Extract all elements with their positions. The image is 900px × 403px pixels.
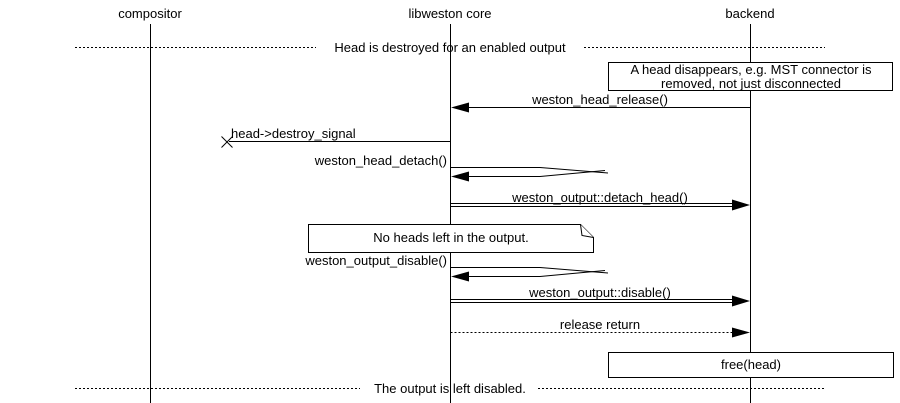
action-box-free-head <box>608 352 894 378</box>
arrow-weston-output-detach-head <box>450 199 750 211</box>
message-label-head-destroy-signal: head->destroy_signal <box>231 126 356 141</box>
self-arrow-weston-head-detach <box>451 167 609 182</box>
actor-label-backend: backend <box>725 6 775 21</box>
divider-bottom-label: The output is left disabled. <box>374 381 526 396</box>
message-label-weston-output-detach-head: weston_output::detach_head() <box>512 190 688 205</box>
message-label-release-return: release return <box>559 317 641 332</box>
arrow-release-return <box>450 327 750 338</box>
message-label-weston-head-release: weston_head_release() <box>532 92 668 107</box>
actor-label-libweston-core: libweston core <box>408 6 492 21</box>
arrow-head-destroy-signal <box>221 136 451 148</box>
message-label-weston-output-disable-call: weston_output::disable() <box>529 285 671 300</box>
message-label-weston-output-disable: weston_output_disable() <box>305 253 447 268</box>
arrow-weston-output-disable-call <box>450 295 750 307</box>
actor-label-compositor: compositor <box>118 6 182 21</box>
action-box-free-head-label: free(head) <box>721 357 781 372</box>
note-no-heads-text: No heads left in the output. <box>373 230 529 245</box>
arrow-weston-head-release <box>451 102 751 113</box>
divider-top-label: Head is destroyed for an enabled output <box>334 40 566 55</box>
note-head-disappears-box <box>608 62 893 91</box>
note-fold-icon <box>580 224 594 238</box>
note-head-disappears-text: A head disappears, e.g. MST connector is… <box>630 62 872 91</box>
note-no-heads-box <box>308 224 594 253</box>
self-arrow-weston-output-disable <box>451 267 609 282</box>
message-label-weston-head-detach: weston_head_detach() <box>314 153 447 168</box>
